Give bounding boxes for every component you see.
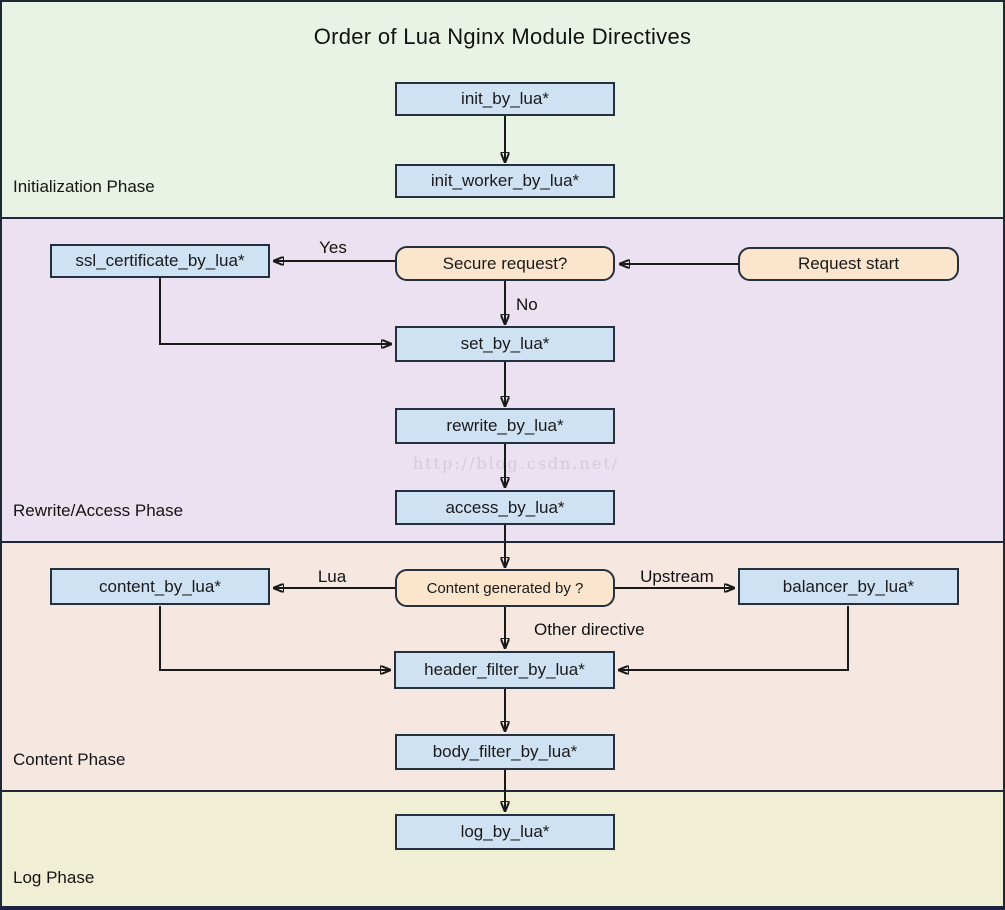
node-init-by-lua: init_by_lua* bbox=[395, 82, 615, 116]
node-access-by-lua: access_by_lua* bbox=[395, 490, 615, 525]
phase-log: Log Phase bbox=[2, 792, 1003, 906]
node-set-by-lua: set_by_lua* bbox=[395, 326, 615, 362]
node-ssl-certificate-by-lua: ssl_certificate_by_lua* bbox=[50, 244, 270, 278]
edge-label-no: No bbox=[516, 295, 538, 314]
node-secure-request: Secure request? bbox=[395, 246, 615, 281]
edge-label-yes: Yes bbox=[319, 238, 347, 257]
node-init-worker-by-lua: init_worker_by_lua* bbox=[395, 164, 615, 198]
diagram-title: Order of Lua Nginx Module Directives bbox=[313, 24, 692, 49]
phase-initialization-label: Initialization Phase bbox=[13, 177, 155, 196]
edge-label-lua: Lua bbox=[317, 567, 347, 586]
phase-content-label: Content Phase bbox=[13, 750, 126, 769]
node-header-filter-by-lua: header_filter_by_lua* bbox=[394, 651, 615, 689]
node-request-start: Request start bbox=[738, 247, 959, 281]
node-content-generated-by: Content generated by ? bbox=[395, 569, 615, 607]
node-balancer-by-lua: balancer_by_lua* bbox=[738, 568, 959, 605]
phase-rewrite-access-label: Rewrite/Access Phase bbox=[13, 501, 184, 520]
edge-label-upstream: Upstream bbox=[640, 567, 714, 586]
node-log-by-lua: log_by_lua* bbox=[395, 814, 615, 850]
node-body-filter-by-lua: body_filter_by_lua* bbox=[395, 734, 615, 770]
node-content-by-lua: content_by_lua* bbox=[50, 568, 270, 605]
node-rewrite-by-lua: rewrite_by_lua* bbox=[395, 408, 615, 444]
phase-log-label: Log Phase bbox=[13, 868, 95, 887]
edge-label-other-directive: Other directive bbox=[534, 620, 645, 639]
watermark-text: http://blog.csdn.net/ bbox=[412, 454, 620, 473]
